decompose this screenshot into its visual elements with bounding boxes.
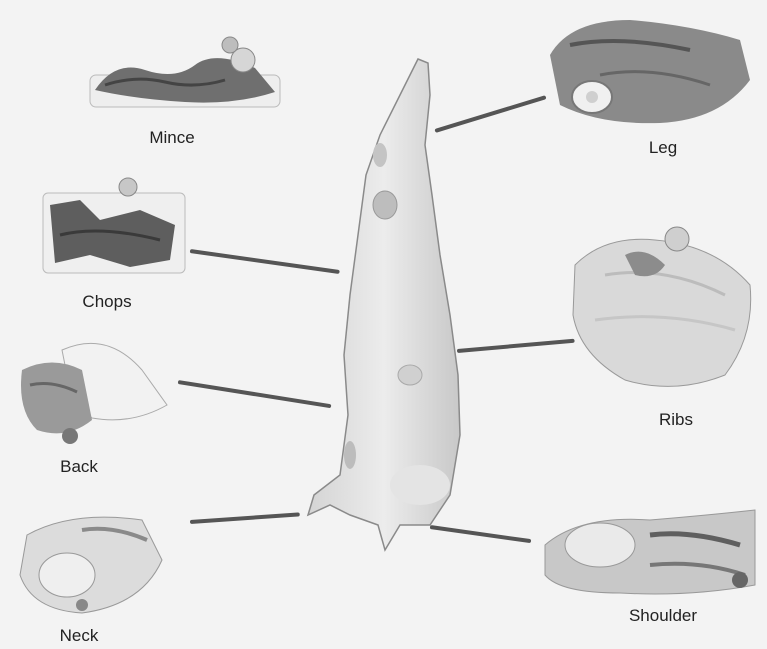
label-chops: Chops [82,292,131,312]
connector-neck [190,512,300,524]
ribs-image [565,225,760,395]
chops-image [40,175,190,280]
carcass-image [300,55,480,555]
label-shoulder: Shoulder [629,606,697,626]
label-mince: Mince [149,128,194,148]
leg-image [540,5,760,130]
neck-image [12,505,167,620]
label-leg: Leg [649,138,677,158]
label-ribs: Ribs [659,410,693,430]
mince-image [85,30,285,115]
label-back: Back [60,457,98,477]
back-image [12,330,172,450]
shoulder-image [540,505,762,600]
label-neck: Neck [60,626,99,646]
